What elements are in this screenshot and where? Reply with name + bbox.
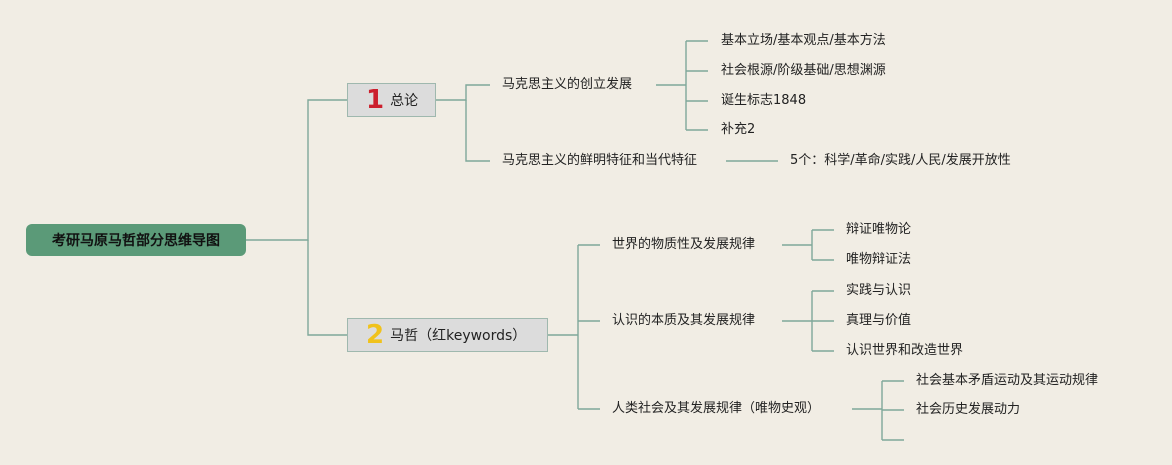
branch-2-label: 马哲（红keywords） [390,328,527,344]
root-node[interactable]: 考研马原马哲部分思维导图 [26,224,246,256]
topic-marxism-founding[interactable]: 马克思主义的创立发展 [502,77,633,92]
leaf-truth-value[interactable]: 真理与价值 [846,313,912,328]
leaf-social-roots[interactable]: 社会根源/阶级基础/思想渊源 [721,63,886,78]
topic-world-materiality[interactable]: 世界的物质性及发展规律 [612,237,756,252]
leaf-practice-cognition[interactable]: 实践与认识 [846,283,912,298]
root-label: 考研马原马哲部分思维导图 [52,233,220,249]
leaf-supplement[interactable]: 补充2 [721,122,756,137]
topic-cognition-nature[interactable]: 认识的本质及其发展规律 [612,313,756,328]
leaf-historical-driving-force[interactable]: 社会历史发展动力 [916,402,1021,417]
leaf-know-transform-world[interactable]: 认识世界和改造世界 [846,343,964,358]
topic-human-society[interactable]: 人类社会及其发展规律（唯物史观） [612,401,821,416]
leaf-five-features[interactable]: 5个：科学/革命/实践/人民/发展开放性 [790,153,1011,168]
leaf-materialist-dialectics[interactable]: 唯物辩证法 [846,252,912,267]
leaf-basic-social-contradiction[interactable]: 社会基本矛盾运动及其运动规律 [916,373,1099,388]
leaf-birth-mark[interactable]: 诞生标志1848 [721,93,807,108]
branch-1-label: 总论 [390,93,419,109]
leaf-stance-view-method[interactable]: 基本立场/基本观点/基本方法 [721,33,886,48]
branch-2-number: 2 [366,320,385,350]
leaf-dialectical-materialism[interactable]: 辩证唯物论 [846,222,912,237]
branch-1-number: 1 [366,85,385,115]
branch-1-node[interactable]: 1 总论 [347,83,436,117]
branch-2-node[interactable]: 2 马哲（红keywords） [347,318,548,352]
topic-marxism-features[interactable]: 马克思主义的鲜明特征和当代特征 [502,153,698,168]
